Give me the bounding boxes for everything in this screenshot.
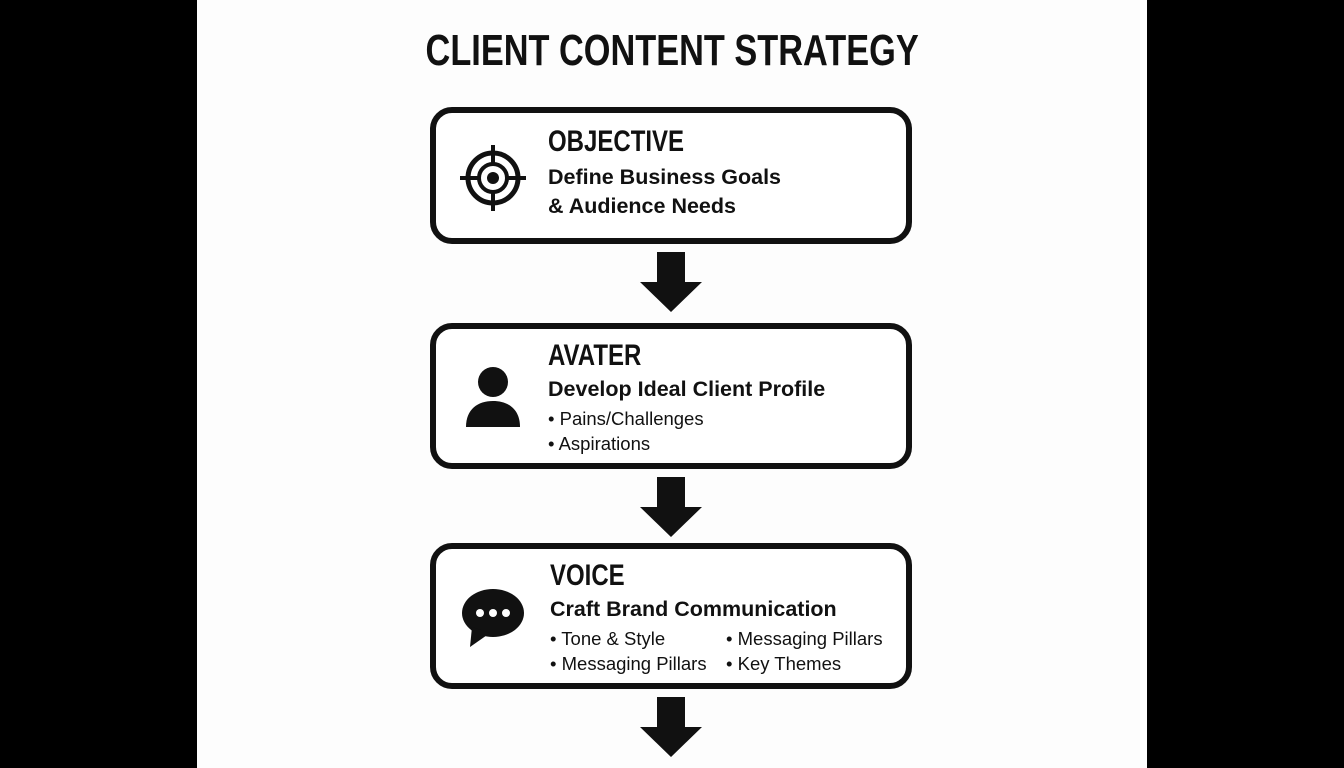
bullet-item: • Pains/Challenges <box>548 408 704 429</box>
step-avatar: AVATER Develop Ideal Client Profile • Pa… <box>430 323 912 469</box>
step-heading: OBJECTIVE <box>548 125 685 158</box>
step-subtitle: Craft Brand Communication <box>550 597 837 621</box>
step-subtitle-line: & Audience Needs <box>548 194 736 218</box>
step-objective: OBJECTIVE Define Business Goals & Audien… <box>430 107 912 244</box>
step-heading: VOICE <box>550 559 625 592</box>
bullet-item: • Messaging Pillars <box>726 628 883 649</box>
arrow-down-icon <box>640 477 702 537</box>
step-subtitle-line: Define Business Goals <box>548 165 781 189</box>
speech-bubble-icon <box>462 589 524 647</box>
person-icon <box>466 367 520 427</box>
step-subtitle: Develop Ideal Client Profile <box>548 377 826 401</box>
bullet-item: • Tone & Style <box>550 628 666 649</box>
bullet-item: • Key Themes <box>726 653 842 674</box>
bullet-item: • Messaging Pillars <box>550 653 707 674</box>
step-heading: AVATER <box>548 339 642 372</box>
step-voice: VOICE Craft Brand Communication • Tone &… <box>430 543 912 689</box>
arrow-down-icon <box>640 697 702 757</box>
arrow-down-icon <box>640 252 702 312</box>
bullet-item: • Aspirations <box>548 433 651 454</box>
target-icon <box>460 145 526 211</box>
diagram-title: CLIENT CONTENT STRATEGY <box>425 26 919 75</box>
